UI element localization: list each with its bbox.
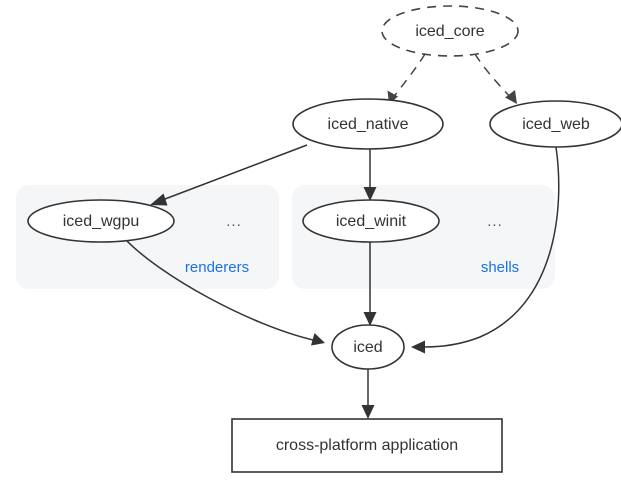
arrow-head xyxy=(363,187,377,201)
arrow-head xyxy=(505,90,517,104)
node-iced-native-label: iced_native xyxy=(328,116,409,133)
node-iced-core-shape[interactable] xyxy=(381,5,519,57)
cluster-shells-ellipsis: ... xyxy=(487,213,503,230)
arrow-head xyxy=(363,312,377,326)
node-iced-wgpu-shape[interactable] xyxy=(27,199,175,243)
edge-path xyxy=(423,146,560,348)
node-iced-native[interactable]: iced_native xyxy=(292,98,444,150)
edge-iced-core-to-iced-native xyxy=(387,53,426,104)
edge-path xyxy=(123,237,314,341)
node-iced[interactable]: iced xyxy=(331,324,405,370)
edge-iced-wgpu-to-iced xyxy=(123,237,325,346)
node-application-label: cross-platform application xyxy=(276,437,458,454)
arrow-head xyxy=(150,193,168,206)
arrow-head xyxy=(361,405,375,419)
node-iced-winit-shape[interactable] xyxy=(302,199,440,243)
edge-path xyxy=(391,53,426,100)
edge-iced-to-application xyxy=(361,369,375,419)
node-iced-label: iced xyxy=(353,339,382,356)
edge-iced-core-to-iced-web xyxy=(474,53,517,104)
edge-iced-web-to-iced xyxy=(411,146,560,354)
node-iced-wgpu-label: iced_wgpu xyxy=(63,213,140,230)
node-application-shape[interactable] xyxy=(231,418,503,473)
cluster-shells-label: shells xyxy=(481,259,519,276)
node-iced-web-label: iced_web xyxy=(522,116,590,133)
node-iced-shape[interactable] xyxy=(331,324,405,370)
arrow-head xyxy=(411,340,425,354)
node-iced-winit[interactable]: iced_winit xyxy=(302,199,440,243)
edge-path xyxy=(474,53,513,100)
node-iced-core[interactable]: iced_core xyxy=(381,5,519,57)
node-cross-platform-application[interactable]: cross-platform application xyxy=(231,418,503,473)
node-iced-web-shape[interactable] xyxy=(489,100,621,148)
node-iced-core-label: iced_core xyxy=(415,23,484,40)
node-iced-web[interactable]: iced_web xyxy=(489,100,621,148)
edge-iced-winit-to-iced xyxy=(363,242,377,326)
cluster-renderers-ellipsis: ... xyxy=(226,213,242,230)
edge-iced-native-to-iced-winit xyxy=(363,149,377,201)
edge-iced-native-to-iced-wgpu xyxy=(150,144,308,206)
node-iced-wgpu[interactable]: iced_wgpu xyxy=(27,199,175,243)
node-iced-winit-label: iced_winit xyxy=(336,213,407,230)
arrow-head xyxy=(311,333,325,346)
edge-path xyxy=(164,144,308,200)
node-iced-native-shape[interactable] xyxy=(292,98,444,150)
cluster-renderers-label: renderers xyxy=(185,259,249,276)
